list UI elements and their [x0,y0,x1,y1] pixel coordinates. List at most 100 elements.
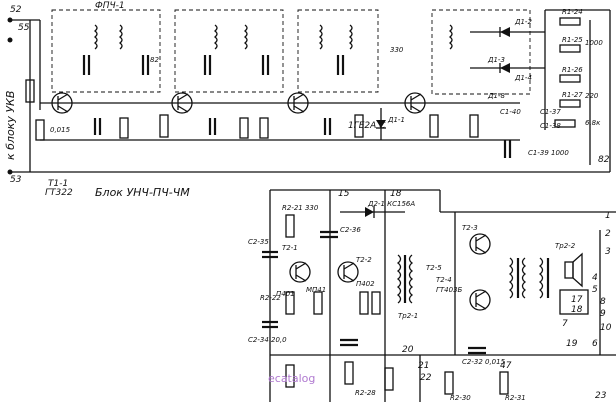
detector-diode-1: Д1-2 [514,18,532,26]
upper-block-title: Блок УНЧ-ПЧ-ЧМ [95,186,190,199]
pin-bottom-21: 21 [418,361,429,371]
r2-28-label: R2-28 [355,389,376,397]
t-type-3: ГТ403Б [436,286,463,294]
filter-box-2 [174,9,284,93]
pin-r-19: 19 [566,339,578,349]
resistor-r1-25: R1-25 [562,36,583,44]
t-type-2: П402 [356,280,375,288]
cap-value-5: 220 [585,92,599,100]
r2-22-label: R2-22 [260,294,281,302]
resistor-r1-27: R1-27 [562,91,583,99]
zener-diode [340,206,405,218]
watermark: ecatalog [268,372,315,385]
pin-r-18: 18 [571,305,583,315]
filter-box-3 [297,9,379,93]
transistor-t2-4 [469,289,491,311]
ratio-detector-diodes [470,27,545,73]
diode-d1-1-label: Д1-1 [387,116,405,124]
cap-value-4: 1000 [585,39,603,47]
pin-r-6: 6 [592,339,598,349]
cap-c1-37: С1-37 [540,108,561,116]
pin-52-marker [7,17,13,23]
lower-capacitors [262,230,486,355]
transistor-t2-1 [289,261,311,283]
pin-55-marker [7,37,13,43]
cap-c1-38: С1-38 [540,122,561,130]
c2-35-label: С2-35 [248,238,269,246]
pin-r-8: 8 [600,297,606,307]
pin-r-9: 9 [600,309,606,319]
mid-transistor-type: ГТ322 [45,188,73,198]
left-caption: к блоку УКВ [4,91,17,160]
filter-label: ФПЧ-1 [95,1,125,11]
t-type-4: МП41 [306,286,326,294]
cap-value-6: 6,8к [585,119,601,127]
pin-82: 82 [598,155,610,165]
pin-bottom-22: 22 [420,373,432,383]
pin-bottom-23: 23 [595,391,607,401]
transistor-stage-3 [287,92,309,114]
lower-resistors [285,214,509,395]
t2-3-label: Т2-3 [462,224,478,232]
right-pins: 1 2 3 4 5 6 7 8 9 10 17 18 19 [562,211,612,349]
pin-53-label: 53 [10,175,22,185]
pin-53-marker [7,169,13,175]
diode-d1-1 [376,108,386,140]
pin-r-3: 3 [605,247,611,257]
c2-36-label: С2-36 [340,226,361,234]
detector-diode-2: Д1-3 [487,56,505,64]
transformer-tr2-2 [508,257,550,299]
pin-bottom-47: 47 [500,361,512,371]
transistor-stage-4 [404,92,426,114]
cap-c1-39: С1-39 1000 [528,149,569,157]
c2-34-label: С2-34 20,0 [248,336,287,344]
zener-label: Д2-1 КС156А [367,200,415,208]
r2-21-label: R2-21 330 [282,204,319,212]
transistor-stage-1 [51,92,73,114]
resistor-r1-26: R1-26 [562,66,583,74]
pin-bottom-20: 20 [402,345,414,355]
pin-r-5: 5 [592,285,598,295]
pin-top-15: 15 [338,189,350,199]
t2-1-label: Т2-1 [282,244,298,252]
diode-d1-1-type: 1ГE2А С [348,121,386,131]
upper-capacitors [93,118,512,158]
detector-box [431,9,531,95]
pin-r-4: 4 [592,273,598,283]
pin-r-10: 10 [600,323,612,333]
filter-coils [93,24,453,50]
cap-value-3: 330 [390,46,404,54]
r2-31-label: R2-31 [505,394,526,402]
speaker-connector [559,252,589,315]
transformer-tr2-1 [396,254,414,304]
cap-c1-40: С1-40 [500,108,521,116]
detector-diode-3: Д1-4 [514,74,532,82]
transistor-t2-3 [469,233,491,255]
pin-r-1: 1 [605,211,611,221]
tr2-2-label: Тр2-2 [555,242,576,250]
pin-52-label: 52 [10,5,22,15]
pin-55-label: 55 [18,23,30,33]
cap-value-2: 82 [150,56,159,64]
tr2-1-label: Тр2-1 [398,312,418,320]
transistor-t2-2 [337,261,359,283]
cap-value-1: 0,015 [50,126,71,134]
pin-r-17: 17 [571,295,583,305]
t2-5-label: Т2-5 [426,264,442,272]
transistor-stage-2 [171,92,193,114]
resistor-r1-24: R1-24 [562,8,583,16]
pin-r-7: 7 [562,319,568,329]
filter-caps [82,55,345,75]
mid-transistor: Т1-1 [48,179,68,189]
pin-top-18: 18 [390,189,402,199]
upper-block: 52 55 53 к блоку УКВ ФПЧ-1 [4,1,611,199]
t2-2-label: Т2-2 [356,256,372,264]
r2-30-label: R2-30 [450,394,471,402]
lower-block: 1 2 3 4 5 6 7 8 9 10 17 18 19 15 18 20 2… [248,189,616,402]
filter-box-1 [51,9,161,93]
pin-r-2: 2 [605,229,611,239]
upper-resistors [25,17,581,141]
detector-diode-4: Д1-8 [487,92,505,100]
t-type-1: П401 [276,290,295,298]
